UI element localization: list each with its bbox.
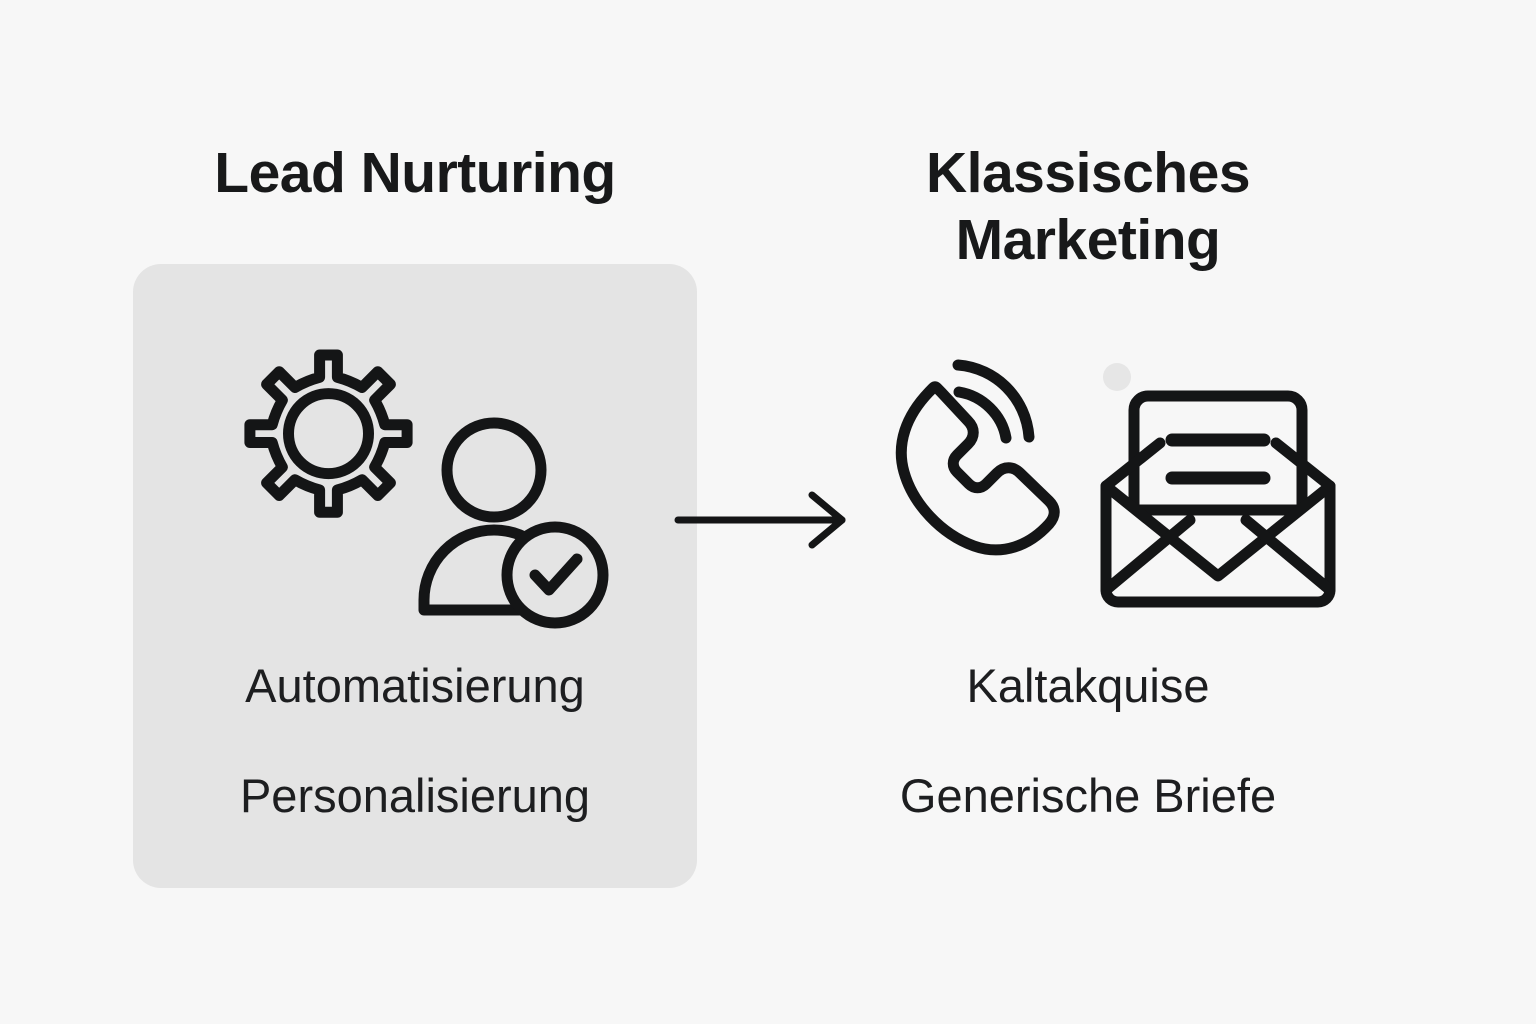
arrow-right-icon xyxy=(672,489,858,551)
label-kaltakquise: Kaltakquise xyxy=(966,659,1210,712)
open-envelope-letter-icon xyxy=(1100,380,1336,610)
phone-ringing-icon xyxy=(886,348,1072,570)
lead-nurturing-heading: Lead Nurturing xyxy=(214,141,616,205)
gear-user-check-icon xyxy=(206,310,626,630)
label-generische-briefe: Generische Briefe xyxy=(899,769,1277,822)
klassisches-marketing-heading: Klassisches Marketing xyxy=(925,141,1251,272)
decorative-dot xyxy=(1103,363,1131,391)
label-automatisierung: Automatisierung xyxy=(245,659,585,712)
label-personalisierung: Personalisierung xyxy=(239,769,591,822)
